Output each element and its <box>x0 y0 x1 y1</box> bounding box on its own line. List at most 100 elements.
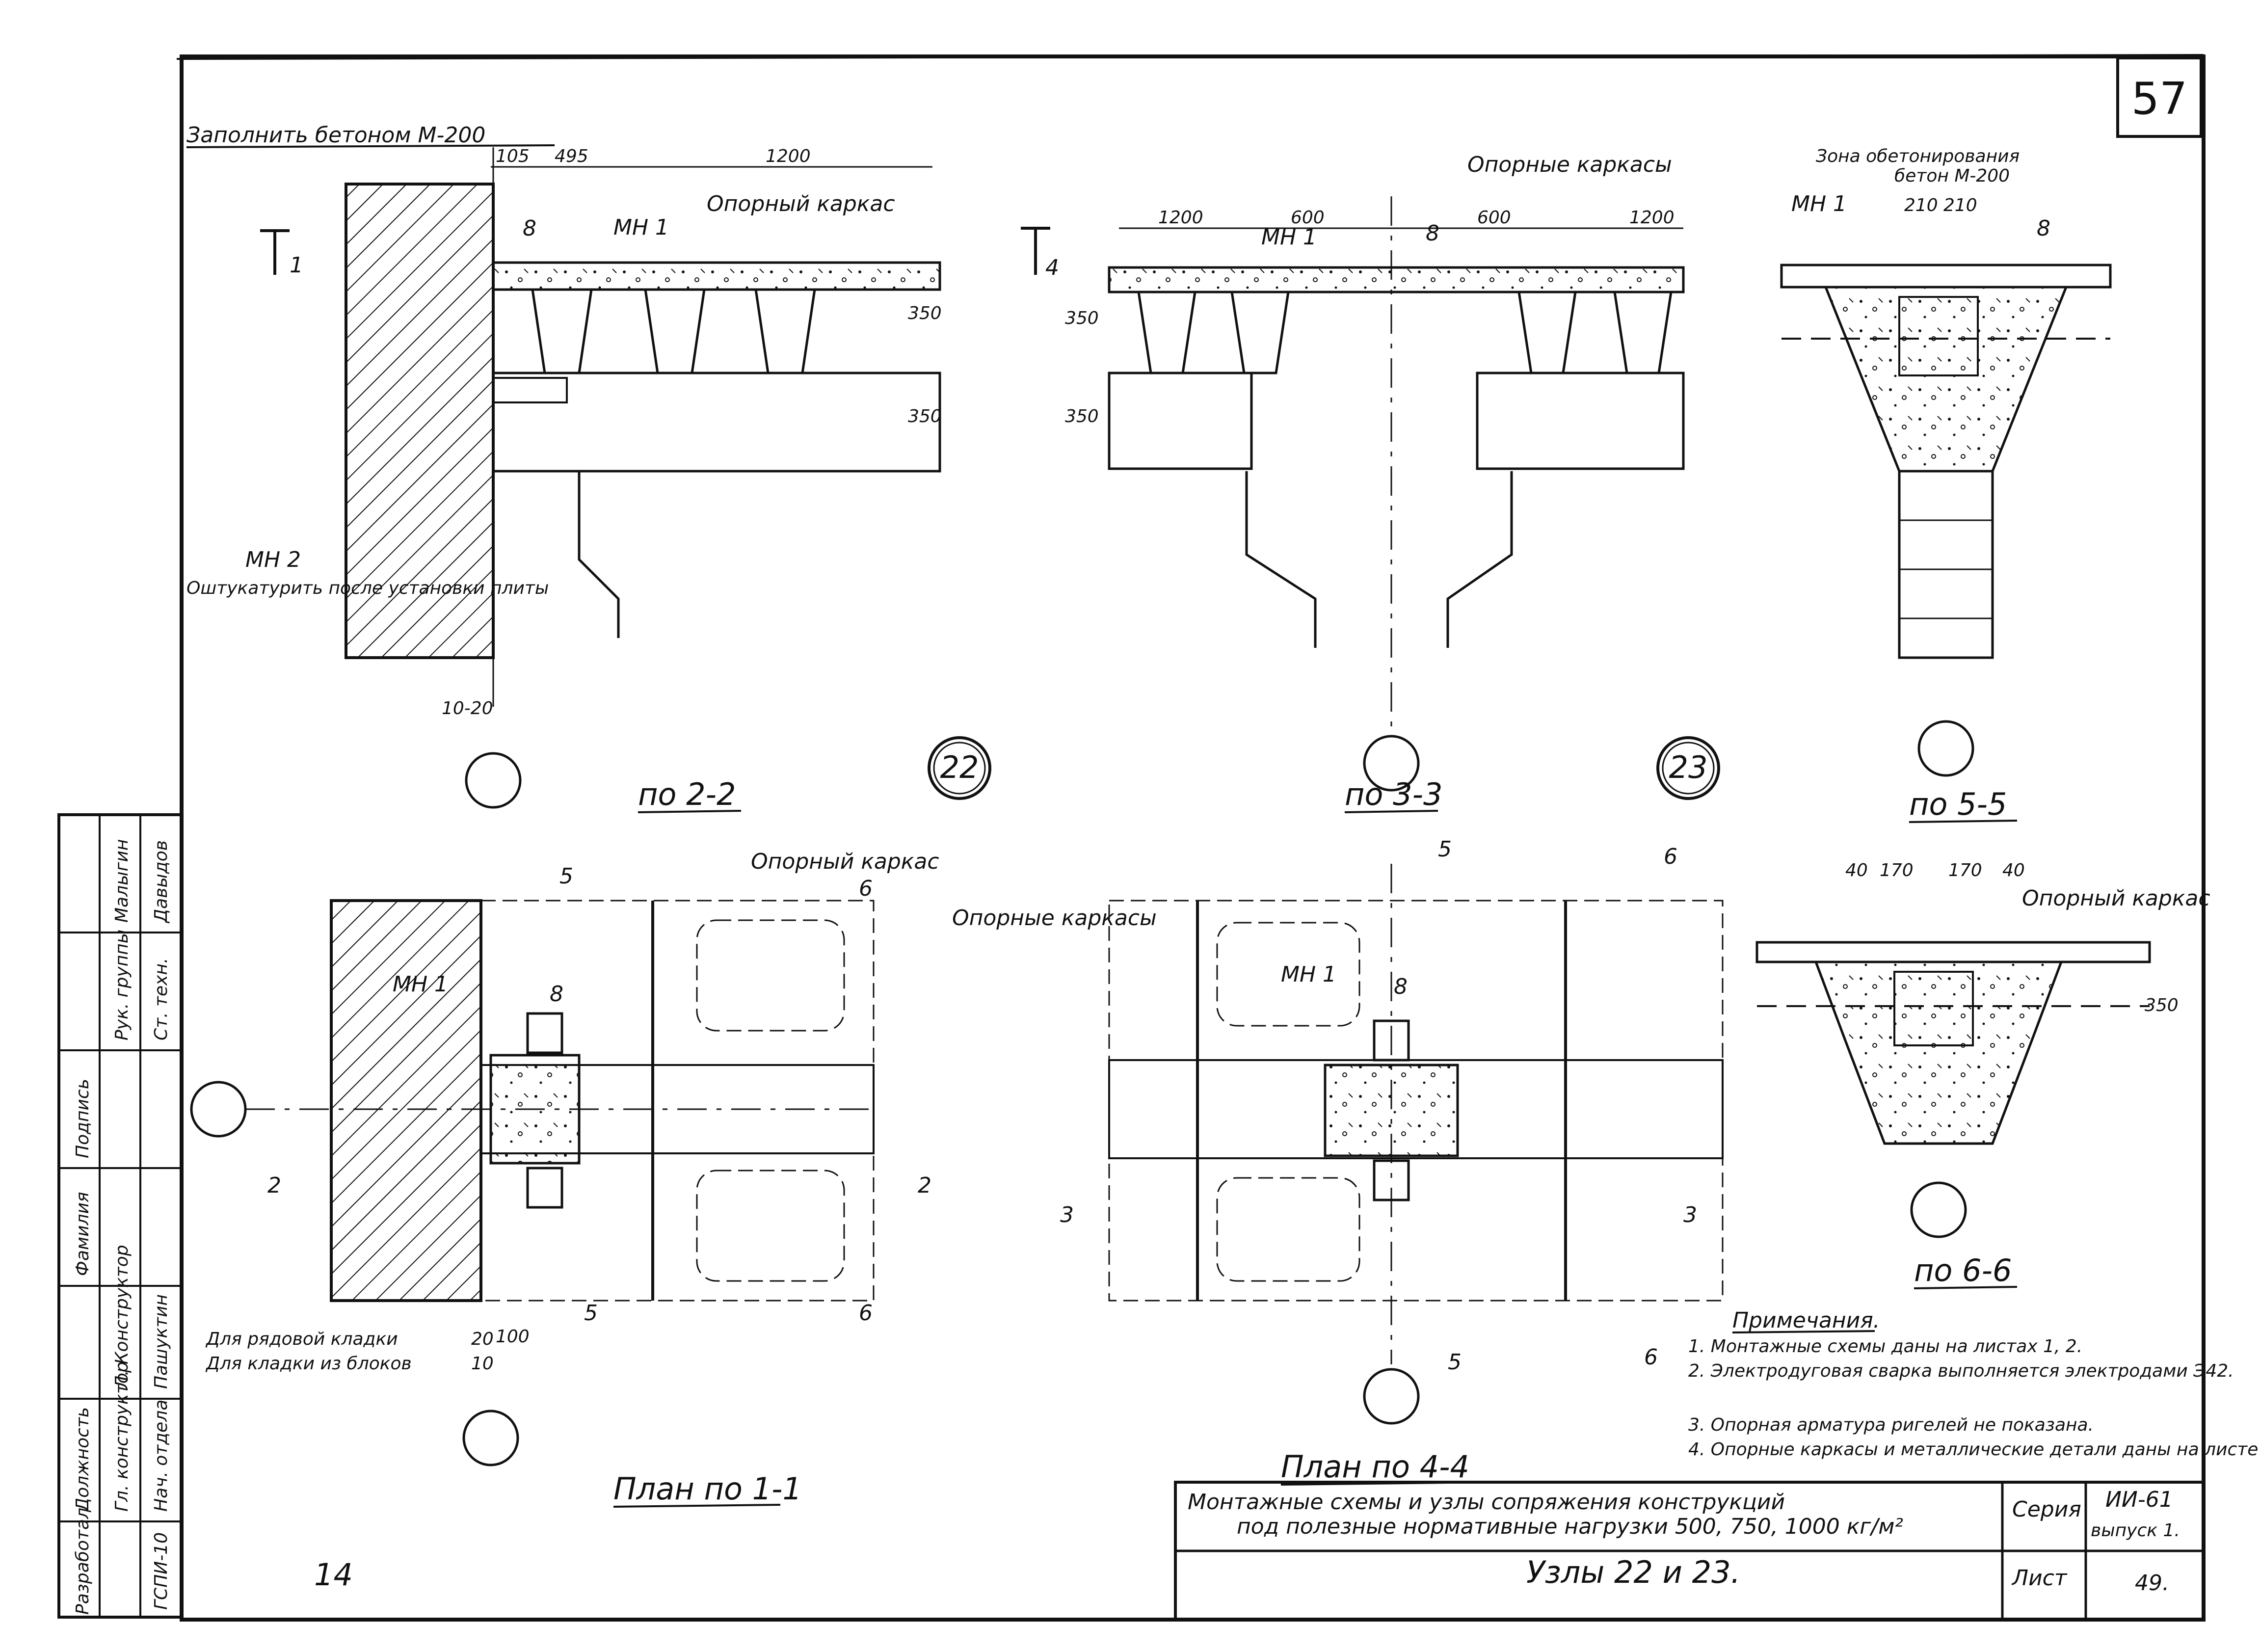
notes-heading: Примечания. <box>1732 1308 1880 1333</box>
axis-bubble-3 <box>1917 720 1974 777</box>
masonry-column <box>1898 470 1994 659</box>
series-code: ИИ-61 <box>2105 1487 2173 1512</box>
mn1-label: МН 1 <box>393 972 448 997</box>
dim-210-b: 210 <box>1943 195 1977 215</box>
cut-mark-3-left: 3 <box>1060 1202 1074 1227</box>
cut-mark-6-b: 6 <box>859 1301 873 1326</box>
title-block: Монтажные схемы и узлы сопряжения констр… <box>1174 1481 2205 1621</box>
cut-mark-5-b: 5 <box>584 1301 598 1326</box>
stamp-col-1: Должность <box>73 1407 93 1513</box>
dim-10: 10 <box>471 1354 494 1374</box>
svg-text:22: 22 <box>940 749 979 785</box>
fill-note: Заполнить бетоном М-200 <box>186 123 485 148</box>
crossbar-left <box>1108 372 1253 470</box>
section-6-6: 40 170 170 40 Опорный каркас 350 по 6-6 <box>1755 860 2210 1289</box>
note-4: 4. Опорные каркасы и металлические детал… <box>1688 1439 2260 1460</box>
page-number-box: 57 <box>2116 56 2203 138</box>
title-line-2: под полезные нормативные нагрузки 500, 7… <box>1237 1514 1903 1539</box>
embedded-plate-top <box>526 1012 563 1054</box>
stamp-row-3: Нач. отдела <box>151 1400 171 1512</box>
stamp-row-5: Ст. техн. <box>151 958 171 1040</box>
stamp-row-1: Разработал <box>73 1508 93 1615</box>
cut-mark-5: 5 <box>1438 837 1452 862</box>
dim-170-a: 170 <box>1880 860 1914 880</box>
row-masonry-note: Для рядовой кладки <box>205 1329 398 1349</box>
issue: выпуск 1. <box>2091 1520 2180 1541</box>
stamp-col-3: Подпись <box>73 1079 93 1158</box>
gap-dim: 10-20 <box>442 698 493 719</box>
axis-bubble-5 <box>190 1081 247 1138</box>
plan-title: План по 1-1 <box>613 1471 802 1507</box>
note-1: 1. Монтажные схемы даны на листах 1, 2. <box>1688 1336 2082 1357</box>
crossbar-section <box>1814 960 2063 1145</box>
crossbar-right <box>1476 372 1685 470</box>
cut-mark-5: 5 <box>559 864 573 889</box>
dim-495: 495 <box>555 146 588 166</box>
cut-mark-1: 1 <box>290 253 303 278</box>
column-head <box>1824 286 2068 473</box>
dim-40-b: 40 <box>2002 860 2025 880</box>
dim-1200: 1200 <box>766 146 811 166</box>
stamp-name-4: Давыдов <box>151 840 171 924</box>
mn1-label: МН 1 <box>1791 191 1847 216</box>
approval-stamp: ГСПИ-10 Должность Фамилия Подпись Разраб… <box>57 813 183 1619</box>
note-3: 3. Опорная арматура ригелей не показана. <box>1688 1415 2094 1435</box>
cut-mark-4: 4 <box>1045 255 1059 280</box>
stamp-name-1: Л. Конструктор <box>112 1245 132 1390</box>
zone-note: Зона обетонирования <box>1816 146 2020 166</box>
svg-text:23: 23 <box>1669 749 1708 785</box>
mn2-label: МН 2 <box>245 547 301 572</box>
cut-mark-2-right: 2 <box>918 1173 931 1198</box>
dim-210-a: 210 <box>1904 195 1938 215</box>
dim-350-a: 350 <box>1065 308 1099 328</box>
dim-350-b: 350 <box>908 406 942 426</box>
dim-600-l: 600 <box>1291 208 1325 228</box>
weld-mark: 8 <box>550 982 563 1007</box>
cut-mark-5-b: 5 <box>1448 1350 1462 1375</box>
embedded-plate-bottom <box>526 1167 563 1209</box>
plan-1-1: Опорный каркас МН 1 8 5 6 2 2 5 6 Для ря… <box>190 849 939 1508</box>
mn1-label: МН 1 <box>613 215 669 240</box>
support-frames-label: Опорные каркасы <box>1467 152 1672 177</box>
weld-mark: 8 <box>2037 216 2050 241</box>
section-title: по 5-5 <box>1909 786 2007 822</box>
stamp-org: ГСПИ-10 <box>151 1532 171 1610</box>
corner-mark: 14 <box>314 1557 353 1593</box>
series-label: Серия <box>2012 1497 2081 1522</box>
plaster-note: Оштукатурить после установки плиты <box>186 578 549 598</box>
support-frame-label: Опорный каркас <box>2022 886 2210 911</box>
axis-bubble-4 <box>1910 1181 1967 1238</box>
dim-100: 100 <box>496 1327 530 1347</box>
axis-bubble-2 <box>1363 735 1420 792</box>
node-22: 22 <box>928 736 991 800</box>
brick-wall <box>330 899 482 1302</box>
support-frames-label: Опорные каркасы <box>952 906 1157 931</box>
mn1-label: МН 1 <box>1281 962 1336 987</box>
block-masonry-note: Для кладки из блоков <box>205 1354 412 1374</box>
cut-mark-2-left: 2 <box>267 1173 281 1198</box>
stamp-name-3: Малыгин <box>112 839 132 923</box>
plan-4-4: Опорные каркасы МН 1 8 5 6 3 3 5 6 План … <box>952 837 1724 1486</box>
cut-mark-6: 6 <box>1664 844 1677 869</box>
crossbar <box>492 372 941 473</box>
cut-mark-3-right: 3 <box>1683 1202 1697 1227</box>
dim-1200-l: 1200 <box>1158 208 1203 228</box>
note-2: 2. Электродуговая сварка выполняется эле… <box>1688 1361 2234 1381</box>
dim-105: 105 <box>496 146 530 166</box>
section-2-2: Заполнить бетоном М-200 МН 1 Опорный кар… <box>186 123 942 813</box>
weld-mark: 8 <box>1394 974 1408 999</box>
node-23: 23 <box>1656 736 1720 800</box>
stamp-name-2: Пашуктин <box>151 1294 171 1389</box>
dim-20: 20 <box>471 1329 494 1349</box>
weld-mark: 8 <box>1426 221 1439 246</box>
section-title: по 6-6 <box>1914 1252 2012 1288</box>
dim-350-a: 350 <box>908 303 942 323</box>
dim-1200-r: 1200 <box>1629 208 1675 228</box>
weld-mark: 8 <box>523 216 536 241</box>
stamp-col-2: Фамилия <box>73 1192 93 1276</box>
notes: Примечания. 1. Монтажные схемы даны на л… <box>1688 1308 2260 1460</box>
sheet-label: Лист <box>2011 1566 2068 1591</box>
axis-bubble-6 <box>462 1410 519 1466</box>
title-line-1: Монтажные схемы и узлы сопряжения констр… <box>1188 1490 1785 1515</box>
